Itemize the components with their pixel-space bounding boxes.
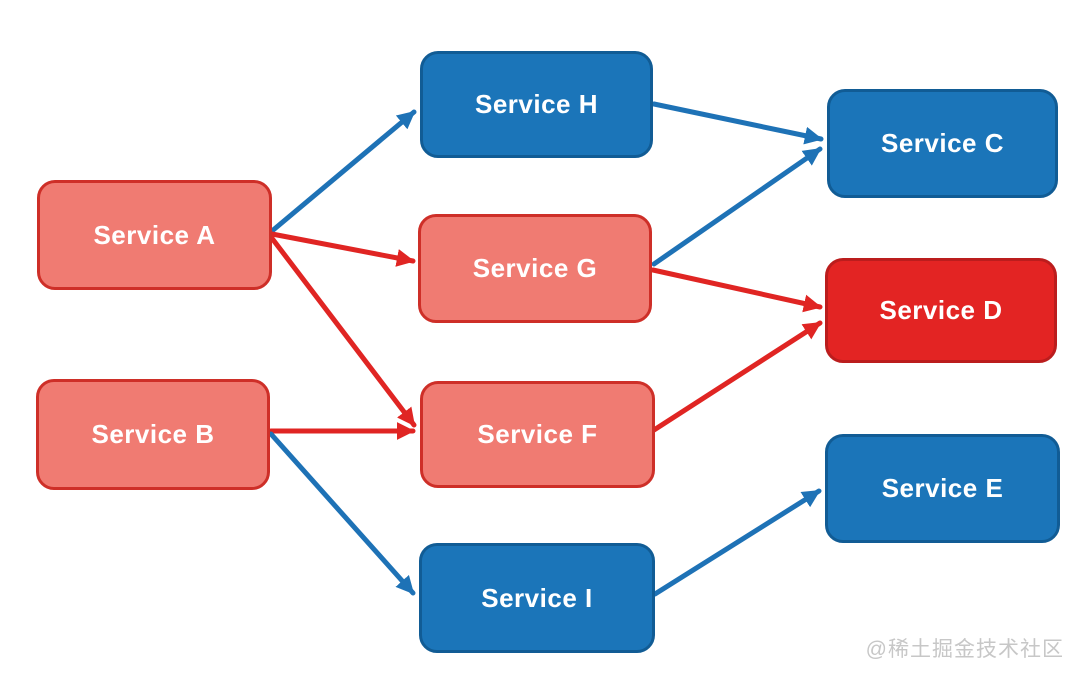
- node-label: Service F: [477, 419, 598, 449]
- edge-service-a-to-service-g: [269, 231, 416, 267]
- node-service-d: Service D: [825, 258, 1057, 363]
- node-label: Service A: [93, 219, 216, 250]
- edge-service-g-to-service-c: [651, 146, 823, 267]
- node-service-c: Service C: [827, 89, 1058, 198]
- node-service-e: Service E: [825, 434, 1060, 543]
- edge-service-b-to-service-i: [268, 431, 416, 596]
- node-service-a: Service A: [37, 180, 272, 290]
- node-label: Service E: [881, 473, 1004, 503]
- edge-service-f-to-service-d: [651, 320, 823, 433]
- edge-service-a-to-service-f: [268, 234, 417, 428]
- node-service-g: Service G: [418, 214, 652, 323]
- node-label: Service G: [472, 253, 598, 283]
- node-service-h: Service H: [420, 51, 653, 158]
- node-label: Service H: [474, 89, 599, 119]
- node-service-f: Service F: [420, 381, 655, 488]
- node-label: Service D: [879, 295, 1003, 325]
- edge-service-h-to-service-c: [651, 101, 824, 145]
- node-label: Service C: [880, 128, 1005, 158]
- node-label: Service B: [91, 419, 215, 449]
- edge-service-a-to-service-h: [269, 109, 417, 234]
- node-service-i: Service I: [419, 543, 655, 653]
- edge-service-i-to-service-e: [652, 488, 822, 597]
- watermark: @稀土掘金技术社区: [865, 638, 1064, 661]
- node-label: Service I: [481, 582, 593, 613]
- node-service-b: Service B: [36, 379, 270, 490]
- edge-service-g-to-service-d: [650, 267, 823, 313]
